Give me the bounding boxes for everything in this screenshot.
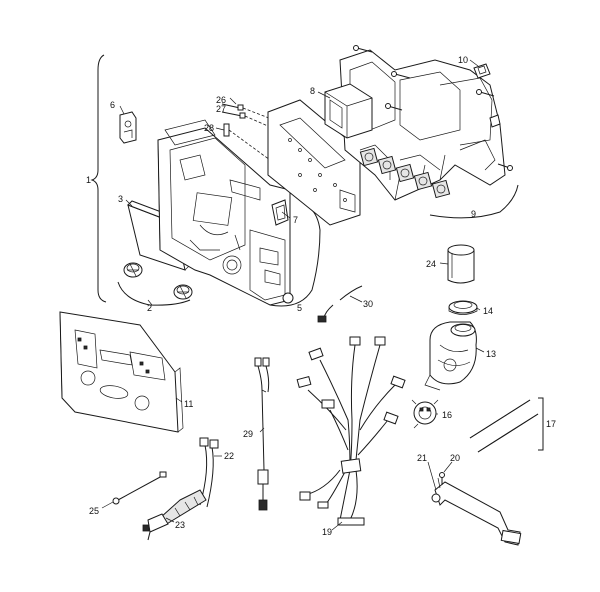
- callout-10: 10: [458, 55, 468, 65]
- relay-row: [359, 147, 451, 199]
- part-21-bracket-arm: [431, 477, 522, 546]
- part-29-lead: [254, 357, 270, 511]
- part-5-control-housing: [157, 119, 294, 306]
- part-20-screw: [439, 472, 445, 485]
- chassis-fitting: [489, 114, 501, 128]
- callout-20: 20: [450, 453, 460, 463]
- part-26-screw: [221, 103, 244, 111]
- callout-19: 19: [322, 527, 332, 537]
- callout-7: 7: [293, 215, 298, 225]
- group-2-bracket: [117, 281, 191, 306]
- part-24-sleeve: [447, 244, 475, 284]
- group-5-bracket: [269, 207, 321, 307]
- part-8-transformer: [324, 83, 373, 139]
- callout-24: 24: [426, 259, 436, 269]
- callout-3: 3: [118, 194, 123, 204]
- part-19-harness: [296, 336, 406, 526]
- chassis-screws: [353, 45, 513, 171]
- group-1-bracket: [90, 54, 107, 303]
- callout-11: 11: [184, 399, 193, 409]
- callout-26: 26: [216, 95, 226, 105]
- group-9-bracket: [429, 184, 519, 219]
- callout-1: 1: [86, 175, 91, 185]
- part-25-probe: [112, 471, 167, 505]
- callout-21: 21: [417, 453, 427, 463]
- part-28-pin: [223, 123, 230, 137]
- part-14-ring: [448, 300, 478, 315]
- callout-27: 27: [216, 104, 226, 114]
- leader-lines: [101, 59, 485, 531]
- part-30-sensor: [317, 285, 363, 323]
- callout-22: 22: [224, 451, 234, 461]
- callout-28: 28: [204, 123, 214, 133]
- part-7-clip: [271, 199, 289, 226]
- callout-14: 14: [483, 306, 493, 316]
- part-11-fascia: [59, 311, 184, 433]
- part-17-tubes: [469, 399, 539, 453]
- callout-6: 6: [110, 100, 115, 110]
- callout-9: 9: [471, 209, 476, 219]
- callout-17: 17: [546, 419, 556, 429]
- part-13-fan: [424, 321, 477, 391]
- part-23-burner: [142, 489, 207, 541]
- callout-30: 30: [363, 299, 373, 309]
- part-27-screw: [221, 111, 246, 119]
- part-6-clip: [119, 111, 137, 144]
- callout-25: 25: [89, 506, 99, 516]
- callout-13: 13: [486, 349, 496, 359]
- part-16-switch: [411, 399, 439, 429]
- callout-16: 16: [442, 410, 452, 420]
- callout-8: 8: [310, 86, 315, 96]
- callout-23: 23: [175, 520, 185, 530]
- part-2-knobs: [123, 262, 193, 300]
- callout-29: 29: [243, 429, 253, 439]
- group-17-bracket: [538, 397, 544, 451]
- callout-5: 5: [297, 303, 302, 313]
- part-10-clip: [473, 63, 491, 79]
- callout-2: 2: [147, 303, 152, 313]
